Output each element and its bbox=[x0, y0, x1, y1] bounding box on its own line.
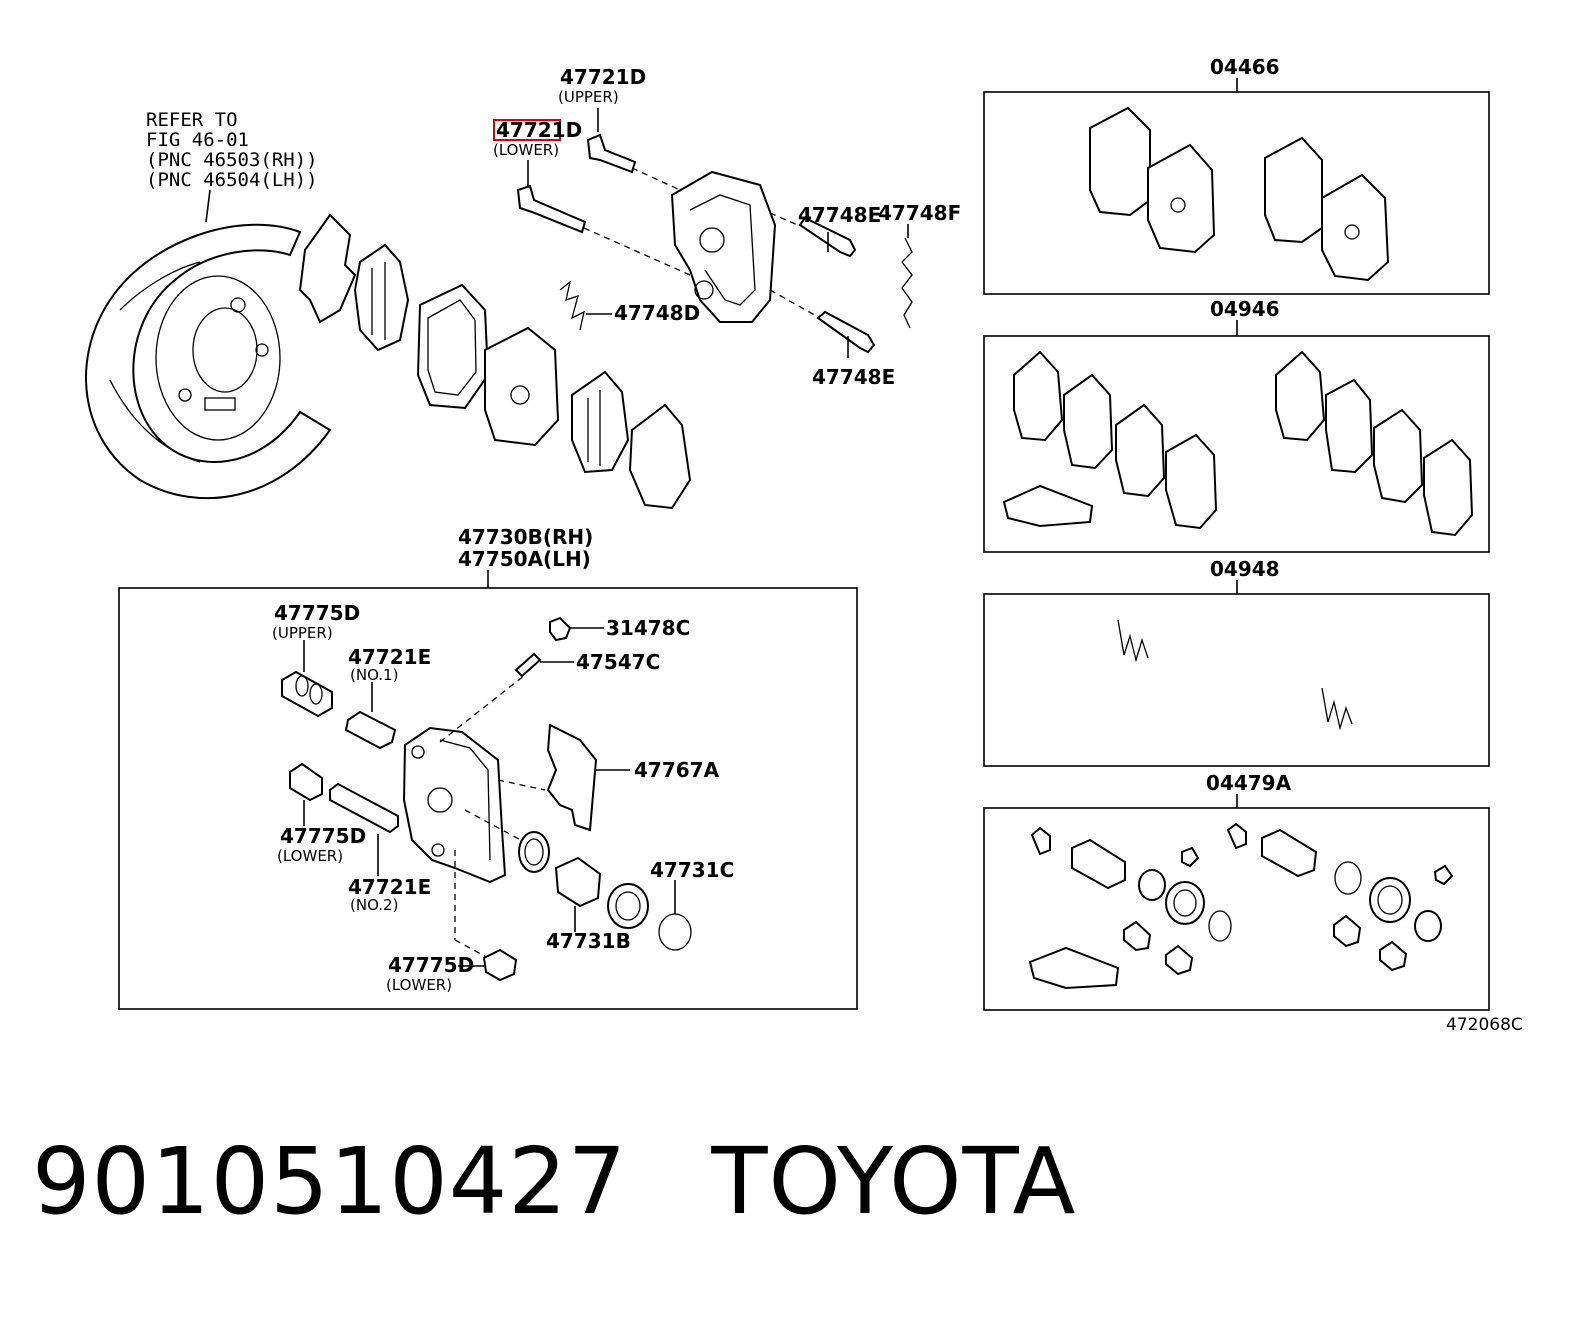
kit-panel-04479A: 04479A bbox=[983, 771, 1490, 1011]
label-slide-no1: 47721E bbox=[348, 645, 431, 669]
brand-name: TOYOTA bbox=[711, 1128, 1077, 1235]
kit-panel-04948: 04948 bbox=[983, 557, 1490, 767]
label-slide-no2-sub: (NO.2) bbox=[350, 896, 398, 914]
label-bolt-lower-sub: (LOWER) bbox=[493, 141, 559, 159]
label-boot-upper-sub: (UPPER) bbox=[272, 624, 333, 642]
kit-panel-04946: 04946 bbox=[983, 297, 1490, 553]
label-bleeder: 47547C bbox=[576, 650, 660, 674]
label-boot-lower-b-sub: (LOWER) bbox=[386, 976, 452, 994]
caliper-body-drawing bbox=[402, 674, 546, 961]
dust-shield-drawing bbox=[85, 223, 332, 500]
label-piston: 47731B bbox=[546, 929, 631, 953]
caliper-leader-lines bbox=[303, 627, 676, 967]
label-slide-no1-sub: (NO.1) bbox=[350, 666, 398, 684]
label-caliper-lh: 47750A(LH) bbox=[458, 547, 591, 571]
pad-shims-drawing bbox=[298, 213, 692, 510]
label-boot-lower-b: 47775D bbox=[388, 953, 474, 977]
part-number: 9010510427 bbox=[32, 1128, 628, 1235]
label-boot-lower: 47775D bbox=[280, 824, 366, 848]
kit-code-04946: 04946 bbox=[1210, 297, 1280, 321]
label-pin-e1: 47748E bbox=[798, 203, 881, 227]
label-boot-lower-sub: (LOWER) bbox=[277, 847, 343, 865]
top-labels: 47721D (UPPER) 47721D (LOWER) 47748E 477… bbox=[493, 65, 961, 389]
label-spring-f: 47748F bbox=[878, 201, 961, 225]
refer-note-line-2: FIG 46-01 bbox=[146, 129, 249, 151]
label-piston-seal: 47731C bbox=[650, 858, 734, 882]
kit-panel-04466: 04466 bbox=[983, 55, 1490, 295]
label-pin-e2: 47748E bbox=[812, 365, 895, 389]
label-bolt-upper-sub: (UPPER) bbox=[558, 88, 619, 106]
caliper-small-parts-drawing bbox=[281, 616, 692, 982]
refer-note-line-3: (PNC 46503(RH)) bbox=[146, 149, 318, 171]
label-caliper-rh: 47730B(RH) bbox=[458, 525, 593, 549]
label-bolt-lower: 47721D bbox=[496, 118, 582, 142]
refer-note-line-4: (PNC 46504(LH)) bbox=[146, 169, 318, 191]
caliper-bracket-drawing bbox=[670, 170, 777, 323]
label-slide-no2: 47721E bbox=[348, 875, 431, 899]
kit-code-04479A: 04479A bbox=[1206, 771, 1292, 795]
refer-note: REFER TO FIG 46-01 (PNC 46503(RH)) (PNC … bbox=[146, 109, 318, 223]
label-cap: 31478C bbox=[606, 616, 690, 640]
highlight-box bbox=[493, 119, 561, 141]
part-caption: 9010510427 TOYOTA bbox=[32, 1128, 1077, 1235]
label-bolt-upper: 47721D bbox=[560, 65, 646, 89]
caliper-assembly-callout: 47730B(RH) 47750A(LH) bbox=[118, 525, 858, 1010]
label-clip-d: 47748D bbox=[614, 301, 700, 325]
caliper-assembly-frame bbox=[118, 587, 858, 1010]
label-anti-rattle: 47767A bbox=[634, 758, 720, 782]
kit-code-04948: 04948 bbox=[1210, 557, 1280, 581]
label-boot-upper: 47775D bbox=[274, 601, 360, 625]
refer-note-line-1: REFER TO bbox=[146, 109, 238, 131]
caliper-labels: 47775D (UPPER) 47721E (NO.1) 47775D (LOW… bbox=[272, 601, 734, 994]
bolts-and-pins-drawing bbox=[516, 108, 913, 358]
figure-code: 472068C bbox=[1446, 1015, 1523, 1035]
kit-code-04466: 04466 bbox=[1210, 55, 1280, 79]
